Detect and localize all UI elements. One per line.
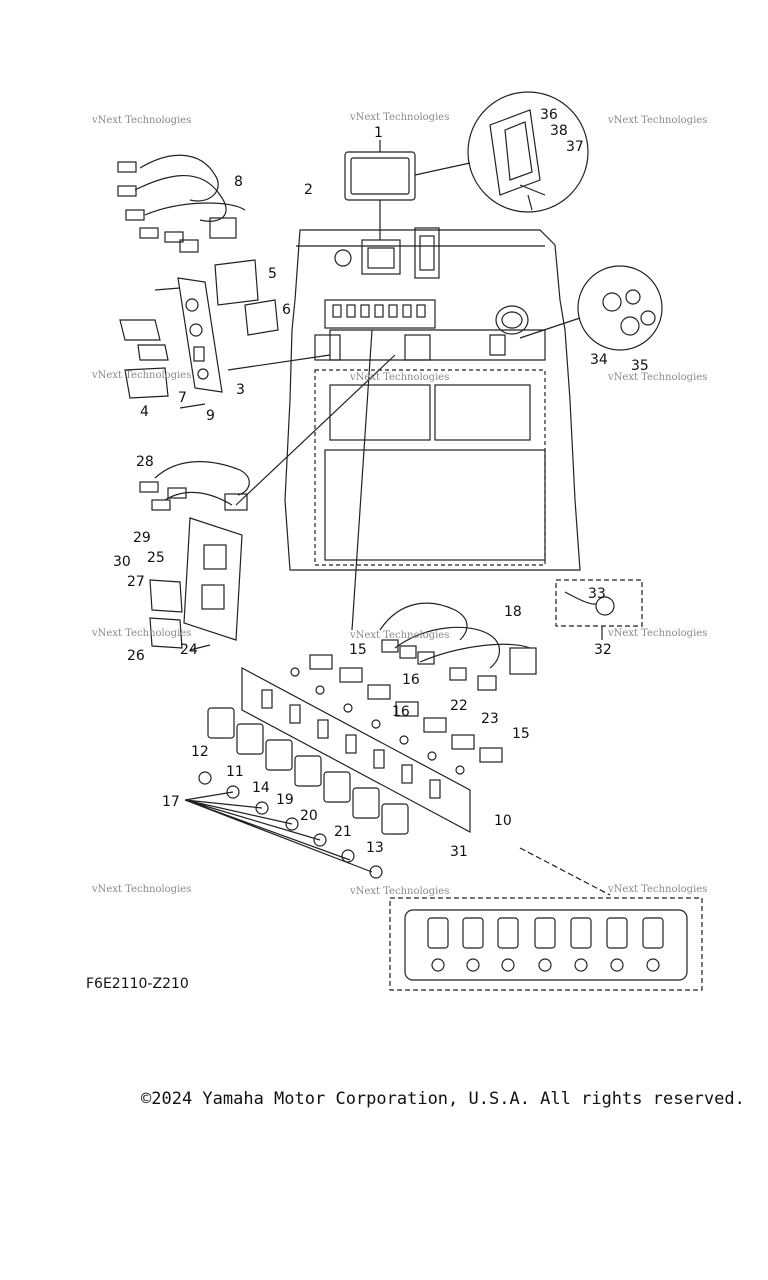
callout-25: 25 [147, 550, 165, 566]
callout-31: 31 [450, 844, 468, 860]
callout-27: 27 [127, 574, 145, 590]
parts-diagram: 1 2 3 4 5 6 7 8 9 10 11 12 13 14 15 15 1… [91, 91, 707, 991]
callout-22: 22 [450, 698, 468, 714]
callout-26: 26 [127, 648, 145, 664]
watermark: vNext Technologies [91, 370, 191, 381]
wire-harness-28 [139, 461, 250, 511]
display-unit-1 [344, 140, 471, 240]
callout-8: 8 [234, 174, 243, 190]
callout-labels: 1 2 3 4 5 6 7 8 9 10 11 12 13 14 15 15 1… [113, 107, 649, 860]
callout-13: 13 [366, 840, 384, 856]
dashboard-body [284, 227, 581, 571]
callout-9: 9 [206, 408, 215, 424]
watermark: vNext Technologies [607, 115, 707, 126]
watermark: vNext Technologies [91, 884, 191, 895]
switch-panel-10 [241, 666, 471, 834]
callout-15b: 15 [512, 726, 530, 742]
callout-12: 12 [191, 744, 209, 760]
watermark: vNext Technologies [607, 884, 707, 895]
callout-4: 4 [140, 404, 149, 420]
callout-36: 36 [540, 107, 558, 123]
inset-panel-view [389, 847, 703, 991]
callout-20: 20 [300, 808, 318, 824]
callout-5: 5 [268, 266, 277, 282]
key-switch-32 [555, 579, 643, 640]
watermark: vNext Technologies [349, 630, 449, 641]
watermark: vNext Technologies [91, 628, 191, 639]
watermark: vNext Technologies [349, 886, 449, 897]
callout-21: 21 [334, 824, 352, 840]
copyright-notice: ©2024 Yamaha Motor Corporation, U.S.A. A… [141, 1089, 745, 1109]
callout-35: 35 [631, 358, 649, 374]
switch-connectors [290, 654, 503, 775]
callout-2: 2 [304, 182, 313, 198]
callout-23: 23 [481, 711, 499, 727]
caps-17 [184, 771, 383, 879]
callout-38: 38 [550, 123, 568, 139]
callout-30: 30 [113, 554, 131, 570]
callout-33: 33 [588, 586, 606, 602]
switch-panel-3 [119, 259, 279, 409]
callout-34: 34 [590, 352, 608, 368]
callout-11: 11 [226, 764, 244, 780]
callout-10: 10 [494, 813, 512, 829]
detail-view-display-back [467, 91, 589, 213]
watermarks: vNext Technologies vNext Technologies vN… [91, 112, 707, 897]
callout-3: 3 [236, 382, 245, 398]
switch-panel-25 [149, 517, 243, 651]
watermark: vNext Technologies [607, 372, 707, 383]
wire-harness-18 [379, 602, 537, 691]
callout-17: 17 [162, 794, 180, 810]
detail-view-sockets [519, 265, 663, 351]
callout-29: 29 [133, 530, 151, 546]
watermark: vNext Technologies [607, 628, 707, 639]
rocker-switches [207, 707, 409, 835]
callout-6: 6 [282, 302, 291, 318]
callout-7: 7 [178, 390, 187, 406]
callout-15a: 15 [349, 642, 367, 658]
callout-28: 28 [136, 454, 154, 470]
callout-16b: 16 [392, 704, 410, 720]
callout-37: 37 [566, 139, 584, 155]
watermark: vNext Technologies [349, 112, 449, 123]
callout-16a: 16 [402, 672, 420, 688]
wire-harness-8 [117, 154, 246, 253]
callout-14: 14 [252, 780, 270, 796]
callout-18: 18 [504, 604, 522, 620]
watermark: vNext Technologies [91, 115, 191, 126]
watermark: vNext Technologies [349, 372, 449, 383]
callout-19: 19 [276, 792, 294, 808]
callout-1: 1 [374, 125, 383, 141]
callout-24: 24 [180, 642, 198, 658]
diagram-code: F6E2110-Z210 [86, 976, 189, 992]
callout-32: 32 [594, 642, 612, 658]
